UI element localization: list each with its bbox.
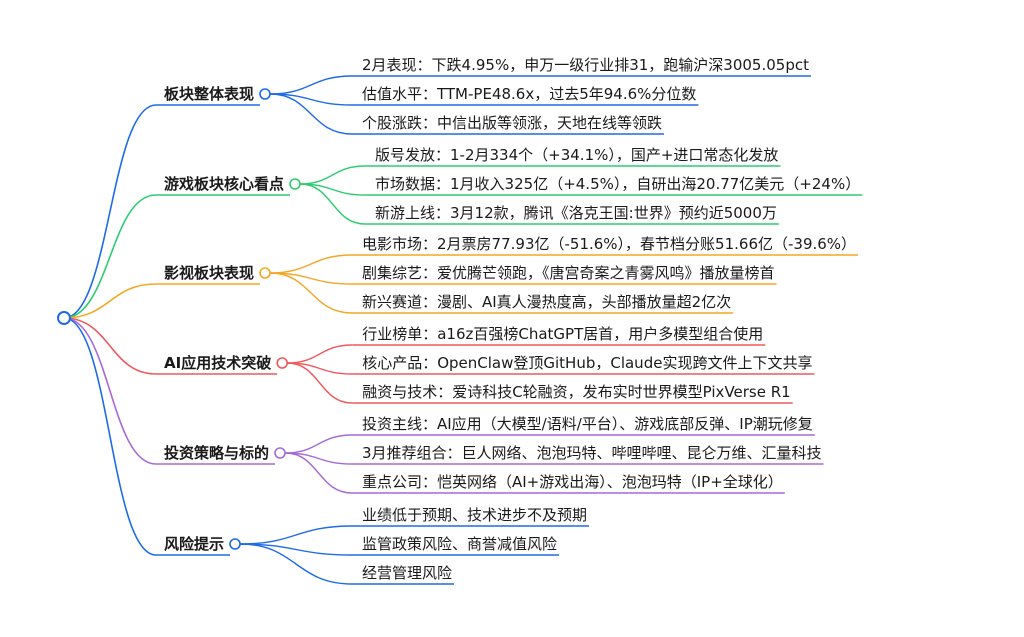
branch-to-leaf-link [300, 165, 366, 185]
leaf-label: 业绩低于预期、技术进步不及预期 [362, 506, 587, 524]
branch-to-leaf-link [300, 183, 366, 225]
branch-node-circle[interactable] [259, 267, 271, 279]
branch-to-leaf-link [240, 543, 353, 585]
root-to-branch-link [63, 317, 157, 375]
leaf-label: 新游上线：3月12款，腾讯《洛克王国:世界》预约近5000万 [375, 204, 777, 222]
leaf-label: 投资主线：AI应用（大模型/语料/平台）、游戏底部反弹、IP潮玩修复 [362, 415, 813, 433]
leaf-label: 新兴赛道：漫剧、AI真人漫热度高，头部播放量超2亿次 [362, 293, 731, 311]
branch-label: 投资策略与标的 [164, 444, 269, 462]
root-to-branch-link [63, 283, 157, 319]
leaf-label: 版号发放：1-2月334个（+34.1%），国产+进口常态化发放 [375, 146, 778, 164]
branch-to-leaf-link [270, 93, 353, 135]
branch-to-leaf-link [270, 75, 353, 95]
leaf-label: 3月推荐组合：巨人网络、泡泡玛特、哔哩哔哩、昆仑万维、汇量科技 [362, 444, 822, 462]
branch-to-leaf-link [287, 344, 353, 364]
branch-to-leaf-link [240, 543, 353, 556]
branch-to-leaf-link [270, 272, 353, 285]
leaf-label: 市场数据：1月收入325亿（+4.5%），自研出海20.77亿美元（+24%） [375, 175, 860, 193]
root-to-branch-link [63, 104, 157, 319]
leaf-label: 2月表现：下跌4.95%，申万一级行业排31，跑输沪深3005.05pct [362, 56, 809, 74]
branch-to-leaf-link [285, 434, 353, 454]
leaf-label: 核心产品：OpenClaw登顶GitHub，Claude实现跨文件上下文共享 [362, 354, 812, 372]
branch-node-circle[interactable] [229, 538, 241, 550]
leaf-label: 经营管理风险 [362, 564, 452, 582]
leaf-label: 监管政策风险、商誉减值风险 [362, 535, 557, 553]
root-to-branch-link [63, 317, 157, 465]
branch-to-leaf-link [270, 272, 353, 314]
root-node-circle[interactable] [57, 311, 71, 325]
root-to-branch-link [63, 317, 157, 556]
branch-node-circle[interactable] [274, 447, 286, 459]
branch-node-circle[interactable] [289, 178, 301, 190]
branch-to-leaf-link [240, 525, 353, 545]
leaf-label: 剧集综艺：爱优腾芒领跑，《唐宫奇案之青雾风鸣》播放量榜首 [362, 264, 775, 282]
branch-label: 风险提示 [164, 535, 224, 553]
branch-node-circle[interactable] [276, 357, 289, 369]
mindmap-links [63, 75, 863, 585]
leaf-label: 估值水平：TTM-PE48.6x，过去5年94.6%分位数 [362, 85, 696, 103]
branch-to-leaf-link [285, 452, 353, 494]
mindmap-nodes: 板块整体表现 2月表现：下跌4.95%，申万一级行业排31，跑输沪深3005.05… [57, 56, 860, 582]
leaf-label: 重点公司：恺英网络（AI+游戏出海）、泡泡玛特（IP+全球化） [362, 473, 783, 491]
branch-node-circle[interactable] [259, 88, 271, 100]
branch-to-leaf-link [287, 362, 353, 404]
branch-to-leaf-link [270, 254, 353, 274]
branch-label: AI应用技术突破 [164, 354, 271, 372]
root-to-branch-link [63, 194, 157, 319]
branch-to-leaf-link [270, 93, 353, 106]
leaf-label: 行业榜单：a16z百强榜ChatGPT居首，用户多模型组合使用 [362, 325, 763, 343]
leaf-label: 融资与技术：爱诗科技C轮融资，发布实时世界模型PixVerse R1 [362, 383, 791, 401]
branch-label: 游戏板块核心看点 [164, 175, 284, 193]
branch-label: 板块整体表现 [164, 85, 254, 103]
leaf-label: 个股涨跌：中信出版等领涨，天地在线等领跌 [362, 114, 662, 132]
leaf-label: 电影市场：2月票房77.93亿（-51.6%），春节档分账51.66亿（-39.… [362, 235, 856, 253]
branch-label: 影视板块表现 [164, 264, 254, 282]
